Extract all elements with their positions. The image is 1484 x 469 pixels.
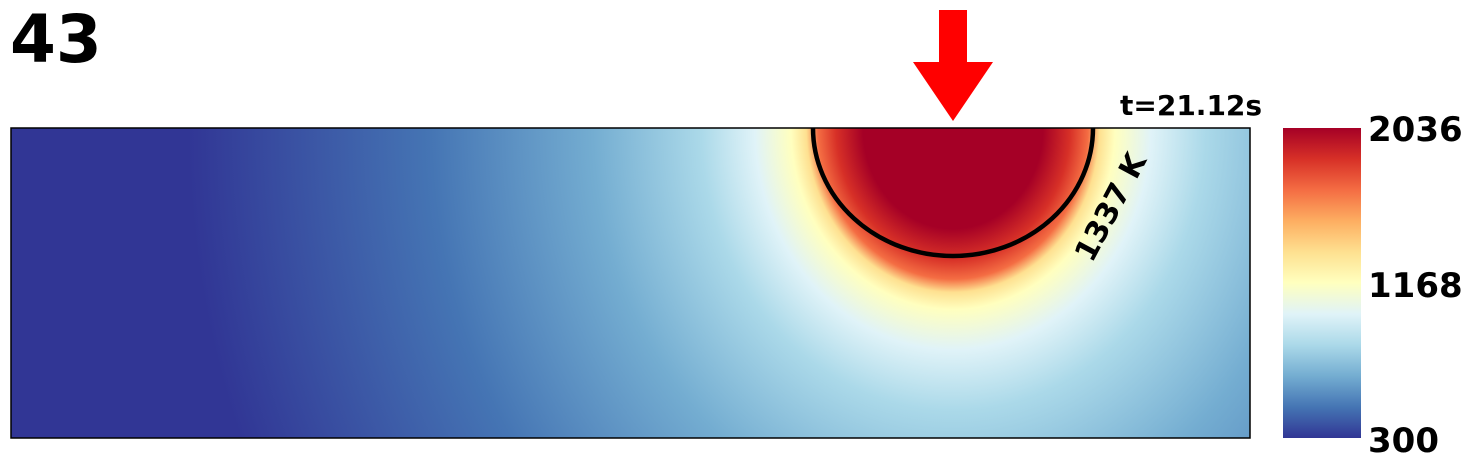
melt-pool-contour [810, 128, 1096, 259]
frame-number: 43 [10, 1, 102, 78]
colorbar-tick-max: 2036 [1368, 110, 1463, 150]
colorbar-tick-min: 300 [1368, 421, 1439, 461]
colorbar-tick-mid: 1168 [1368, 266, 1463, 306]
plot-border [10, 127, 1251, 439]
time-label: t=21.12s [1120, 89, 1263, 122]
temperature-field [11, 128, 1250, 438]
colorbar [1283, 128, 1361, 438]
heat-source-arrow-icon [913, 10, 993, 121]
